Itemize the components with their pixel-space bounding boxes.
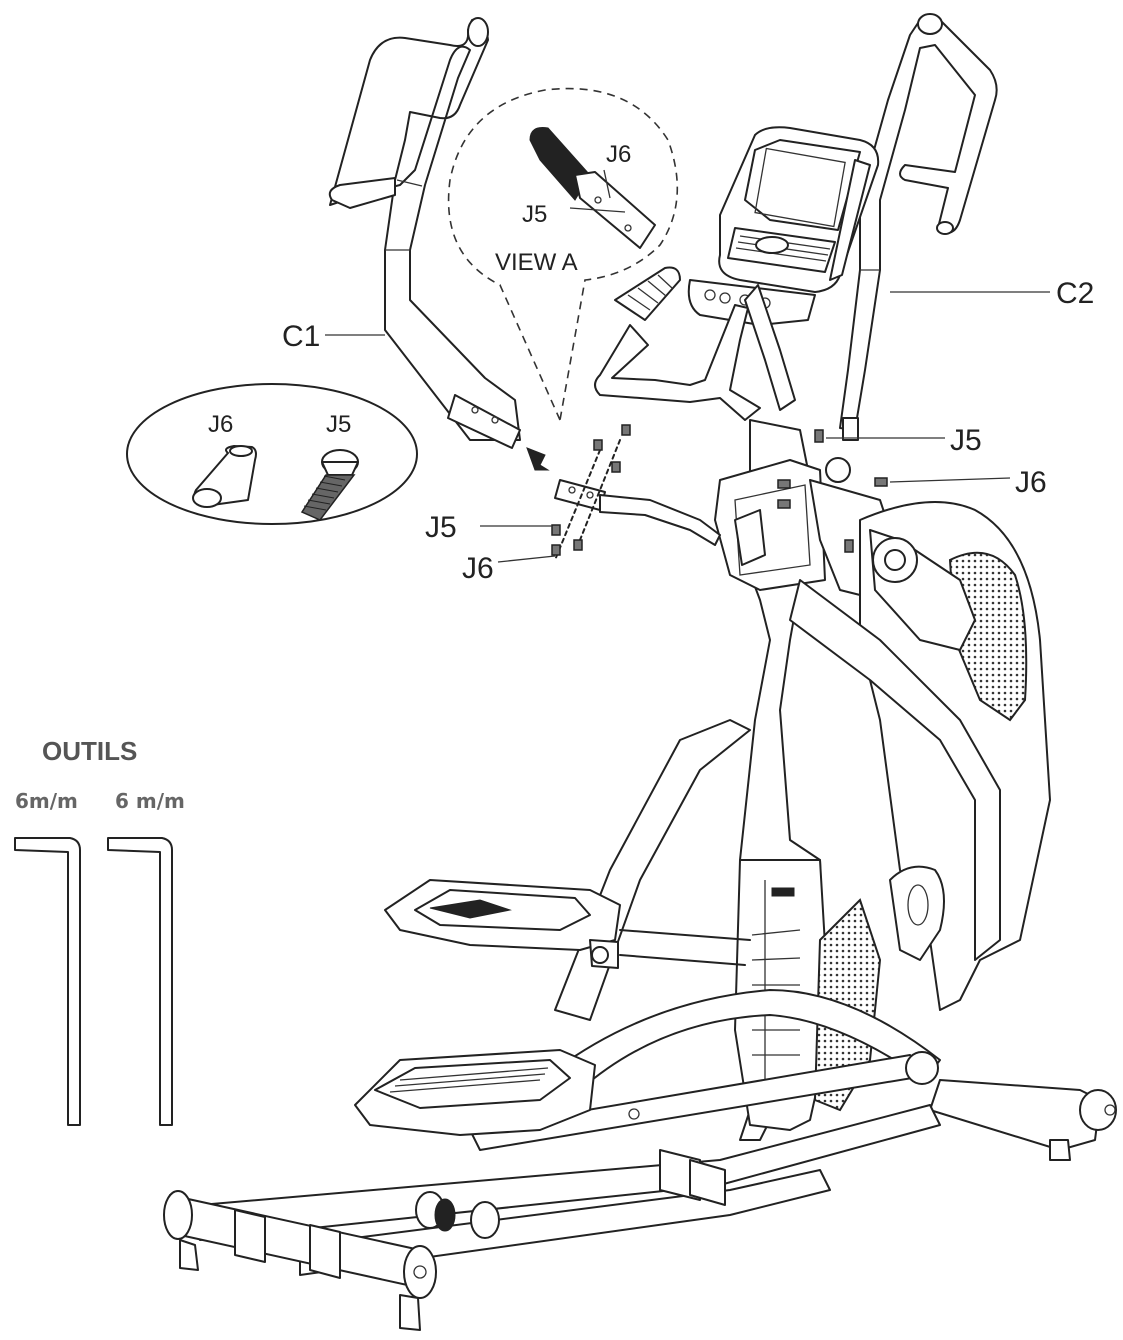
label-view-j6: J6 — [606, 141, 631, 168]
label-c1: C1 — [282, 320, 320, 353]
console — [687, 126, 880, 326]
tool-size-2: 6 m/m — [115, 789, 185, 813]
j5-bolt-icon — [300, 449, 359, 521]
leader-lines — [325, 291, 1050, 563]
c2-bracket-hardware — [777, 429, 888, 553]
j6-insert-icon — [192, 445, 257, 508]
upper-pedal — [384, 879, 751, 969]
handlebar-c1 — [328, 17, 550, 471]
tools-title: OUTILS — [42, 736, 137, 766]
allen-key-tool-2 — [107, 837, 173, 1126]
parts-inset — [126, 383, 418, 525]
label-view-j5: J5 — [522, 201, 547, 228]
c1-bracket-hardware — [551, 424, 721, 561]
handlebar-c2 — [839, 13, 998, 441]
label-inset-j6: J6 — [208, 411, 233, 438]
label-left-j5: J5 — [425, 511, 457, 544]
label-right-j6: J6 — [1015, 466, 1047, 499]
main-frame — [199, 419, 1117, 1276]
label-view-a: VIEW A — [495, 249, 578, 276]
fixed-handlebar — [594, 266, 796, 421]
label-inset-j5: J5 — [326, 411, 351, 438]
tool-size-1: 6m/m — [15, 789, 78, 813]
view-a-detail — [447, 87, 679, 421]
rear-base — [163, 1149, 726, 1331]
label-right-j5: J5 — [950, 424, 982, 457]
lower-pedal — [354, 1049, 596, 1136]
label-left-j6: J6 — [462, 552, 494, 585]
allen-key-tool-1 — [14, 837, 81, 1126]
label-c2: C2 — [1056, 277, 1094, 310]
